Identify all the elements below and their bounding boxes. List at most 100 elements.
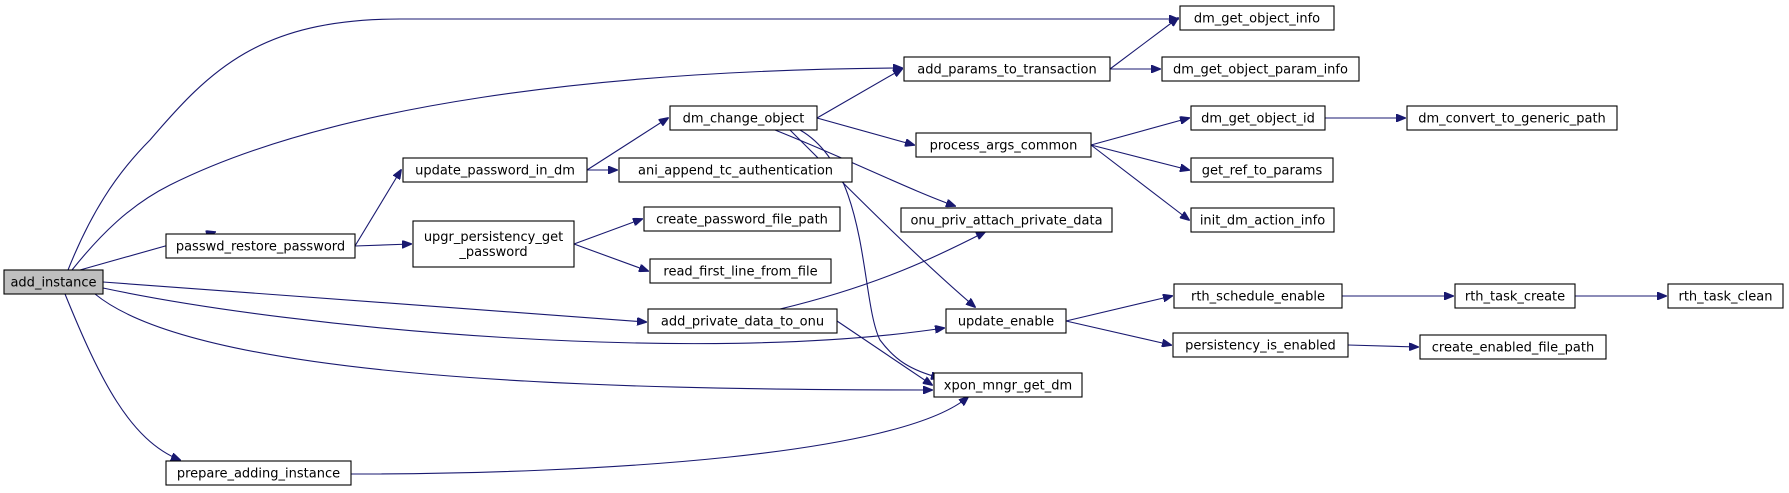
node-label: add_instance [10,276,96,291]
edge-update_password_in_dm-to-dm_change_object [586,118,668,171]
edge-persistency_is_enabled-to-create_enabled_file_path [1347,345,1418,347]
edge-path [836,320,932,385]
node-rth-schedule-enable[interactable]: rth_schedule_enable [1173,283,1343,309]
node-label: dm_get_object_param_info [1173,63,1348,78]
node-box[interactable] [1419,334,1607,360]
node-update-password-in-dm[interactable]: update_password_in_dm [402,157,588,183]
node-passwd-restore-password[interactable]: passwd_restore_password [165,233,356,259]
edge-path [94,293,932,390]
edge-path [1065,320,1171,345]
node-xpon-mngr-get-dm[interactable]: xpon_mngr_get_dm [933,372,1083,398]
node-box[interactable] [1179,5,1335,31]
node-box[interactable] [1190,207,1335,233]
node-dm-get-object-info[interactable]: dm_get_object_info [1179,5,1335,31]
edge-path [102,281,646,322]
node-label: process_args_common [930,139,1078,154]
node-prepare-adding-instance[interactable]: prepare_adding_instance [165,460,352,486]
node-box[interactable] [1667,283,1784,309]
node-init-dm-action-info[interactable]: init_dm_action_info [1190,207,1335,233]
node-label: rth_task_clean [1678,290,1772,305]
node-label: update_password_in_dm [415,164,575,179]
edge-path [354,244,411,246]
node-label: upgr_persistency_get [424,230,563,245]
edge-path [1065,296,1172,322]
edge-add_instance-to-update_enable [102,287,944,345]
edge-prepare_adding_instance-to-xpon_mngr_get_dm [350,397,968,475]
node-get-ref-to-params[interactable]: get_ref_to_params [1190,157,1334,183]
node-box[interactable] [945,308,1067,334]
node-box[interactable] [643,206,841,232]
node-label: persistency_is_enabled [1185,339,1336,354]
edges-layer [64,18,1666,475]
edge-path [1090,144,1189,220]
node-label: onu_priv_attach_private_data [910,214,1102,229]
node-label: dm_convert_to_generic_path [1418,112,1606,127]
node-box[interactable] [1161,56,1360,82]
node-box[interactable] [649,258,832,284]
node-upgr-persistency-get-password[interactable]: upgr_persistency_get_password [412,220,575,268]
edge-add_private_data_to_onu-to-xpon_mngr_get_dm [836,320,932,385]
edge-update_enable-to-persistency_is_enabled [1065,320,1171,345]
node-create-enabled-file-path[interactable]: create_enabled_file_path [1419,334,1607,360]
node-box[interactable] [915,132,1092,158]
node-rth-task-create[interactable]: rth_task_create [1454,283,1576,309]
node-add-params-to-transaction[interactable]: add_params_to_transaction [903,56,1111,82]
edge-path [1090,118,1189,146]
edge-path [573,219,642,245]
node-box[interactable] [1190,105,1326,131]
edge-path [789,129,975,307]
node-label: create_password_file_path [656,213,828,228]
node-persistency-is-enabled[interactable]: persistency_is_enabled [1172,332,1349,358]
node-dm-change-object[interactable]: dm_change_object [669,105,818,131]
node-dm-get-object-param-info[interactable]: dm_get_object_param_info [1161,56,1360,82]
node-read-first-line-from-file[interactable]: read_first_line_from_file [649,258,832,284]
node-box[interactable] [402,157,588,183]
node-process-args-common[interactable]: process_args_common [915,132,1092,158]
node-add-instance[interactable]: add_instance [3,269,104,295]
edge-process_args_common-to-get_ref_to_params [1090,144,1189,170]
edge-dm_change_object-to-update_enable [789,129,975,307]
node-box[interactable] [1172,332,1349,358]
node-box[interactable] [903,56,1111,82]
node-box[interactable] [933,372,1083,398]
node-box[interactable] [3,269,104,295]
edge-path [71,68,902,271]
node-rth-task-clean[interactable]: rth_task_clean [1667,283,1784,309]
node-update-enable[interactable]: update_enable [945,308,1067,334]
edge-path [1347,345,1418,347]
node-box[interactable] [165,233,356,259]
node-box[interactable] [1190,157,1334,183]
node-add-private-data-to-onu[interactable]: add_private_data_to_onu [647,308,838,334]
node-box[interactable] [1454,283,1576,309]
node-label: get_ref_to_params [1202,164,1323,179]
node-box[interactable] [1406,105,1618,131]
node-label: create_enabled_file_path [1432,341,1594,356]
node-dm-get-object-id[interactable]: dm_get_object_id [1190,105,1326,131]
node-box[interactable] [900,207,1113,233]
edge-add_private_data_to_onu-to-onu_priv_attach_private_data [779,232,985,310]
node-label: dm_get_object_id [1201,112,1315,127]
node-create-password-file-path[interactable]: create_password_file_path [643,206,841,232]
node-box[interactable] [412,220,575,268]
edge-path [816,69,902,119]
node-onu-priv-attach-private-data[interactable]: onu_priv_attach_private_data [900,207,1113,233]
edge-add_instance-to-add_params_to_transaction [71,68,902,271]
node-label: dm_get_object_info [1194,12,1320,27]
edge-dm_change_object-to-add_params_to_transaction [816,69,902,119]
node-box[interactable] [165,460,352,486]
edge-path [586,118,668,171]
edge-dm_change_object-to-process_args_common [816,117,914,145]
node-box[interactable] [618,157,853,183]
node-dm-convert-to-generic-path[interactable]: dm_convert_to_generic_path [1406,105,1618,131]
node-box[interactable] [669,105,818,131]
node-label: passwd_restore_password [176,240,345,255]
node-ani-append-tc-authentication[interactable]: ani_append_tc_authentication [618,157,853,183]
node-box[interactable] [1173,283,1343,309]
edge-add_instance-to-add_private_data_to_onu [102,281,646,322]
edge-path [1090,144,1189,170]
node-label: read_first_line_from_file [663,265,817,280]
edge-add_instance-to-xpon_mngr_get_dm [94,293,932,390]
node-box[interactable] [647,308,838,334]
edge-path [779,232,985,310]
node-label: ani_append_tc_authentication [638,164,833,179]
